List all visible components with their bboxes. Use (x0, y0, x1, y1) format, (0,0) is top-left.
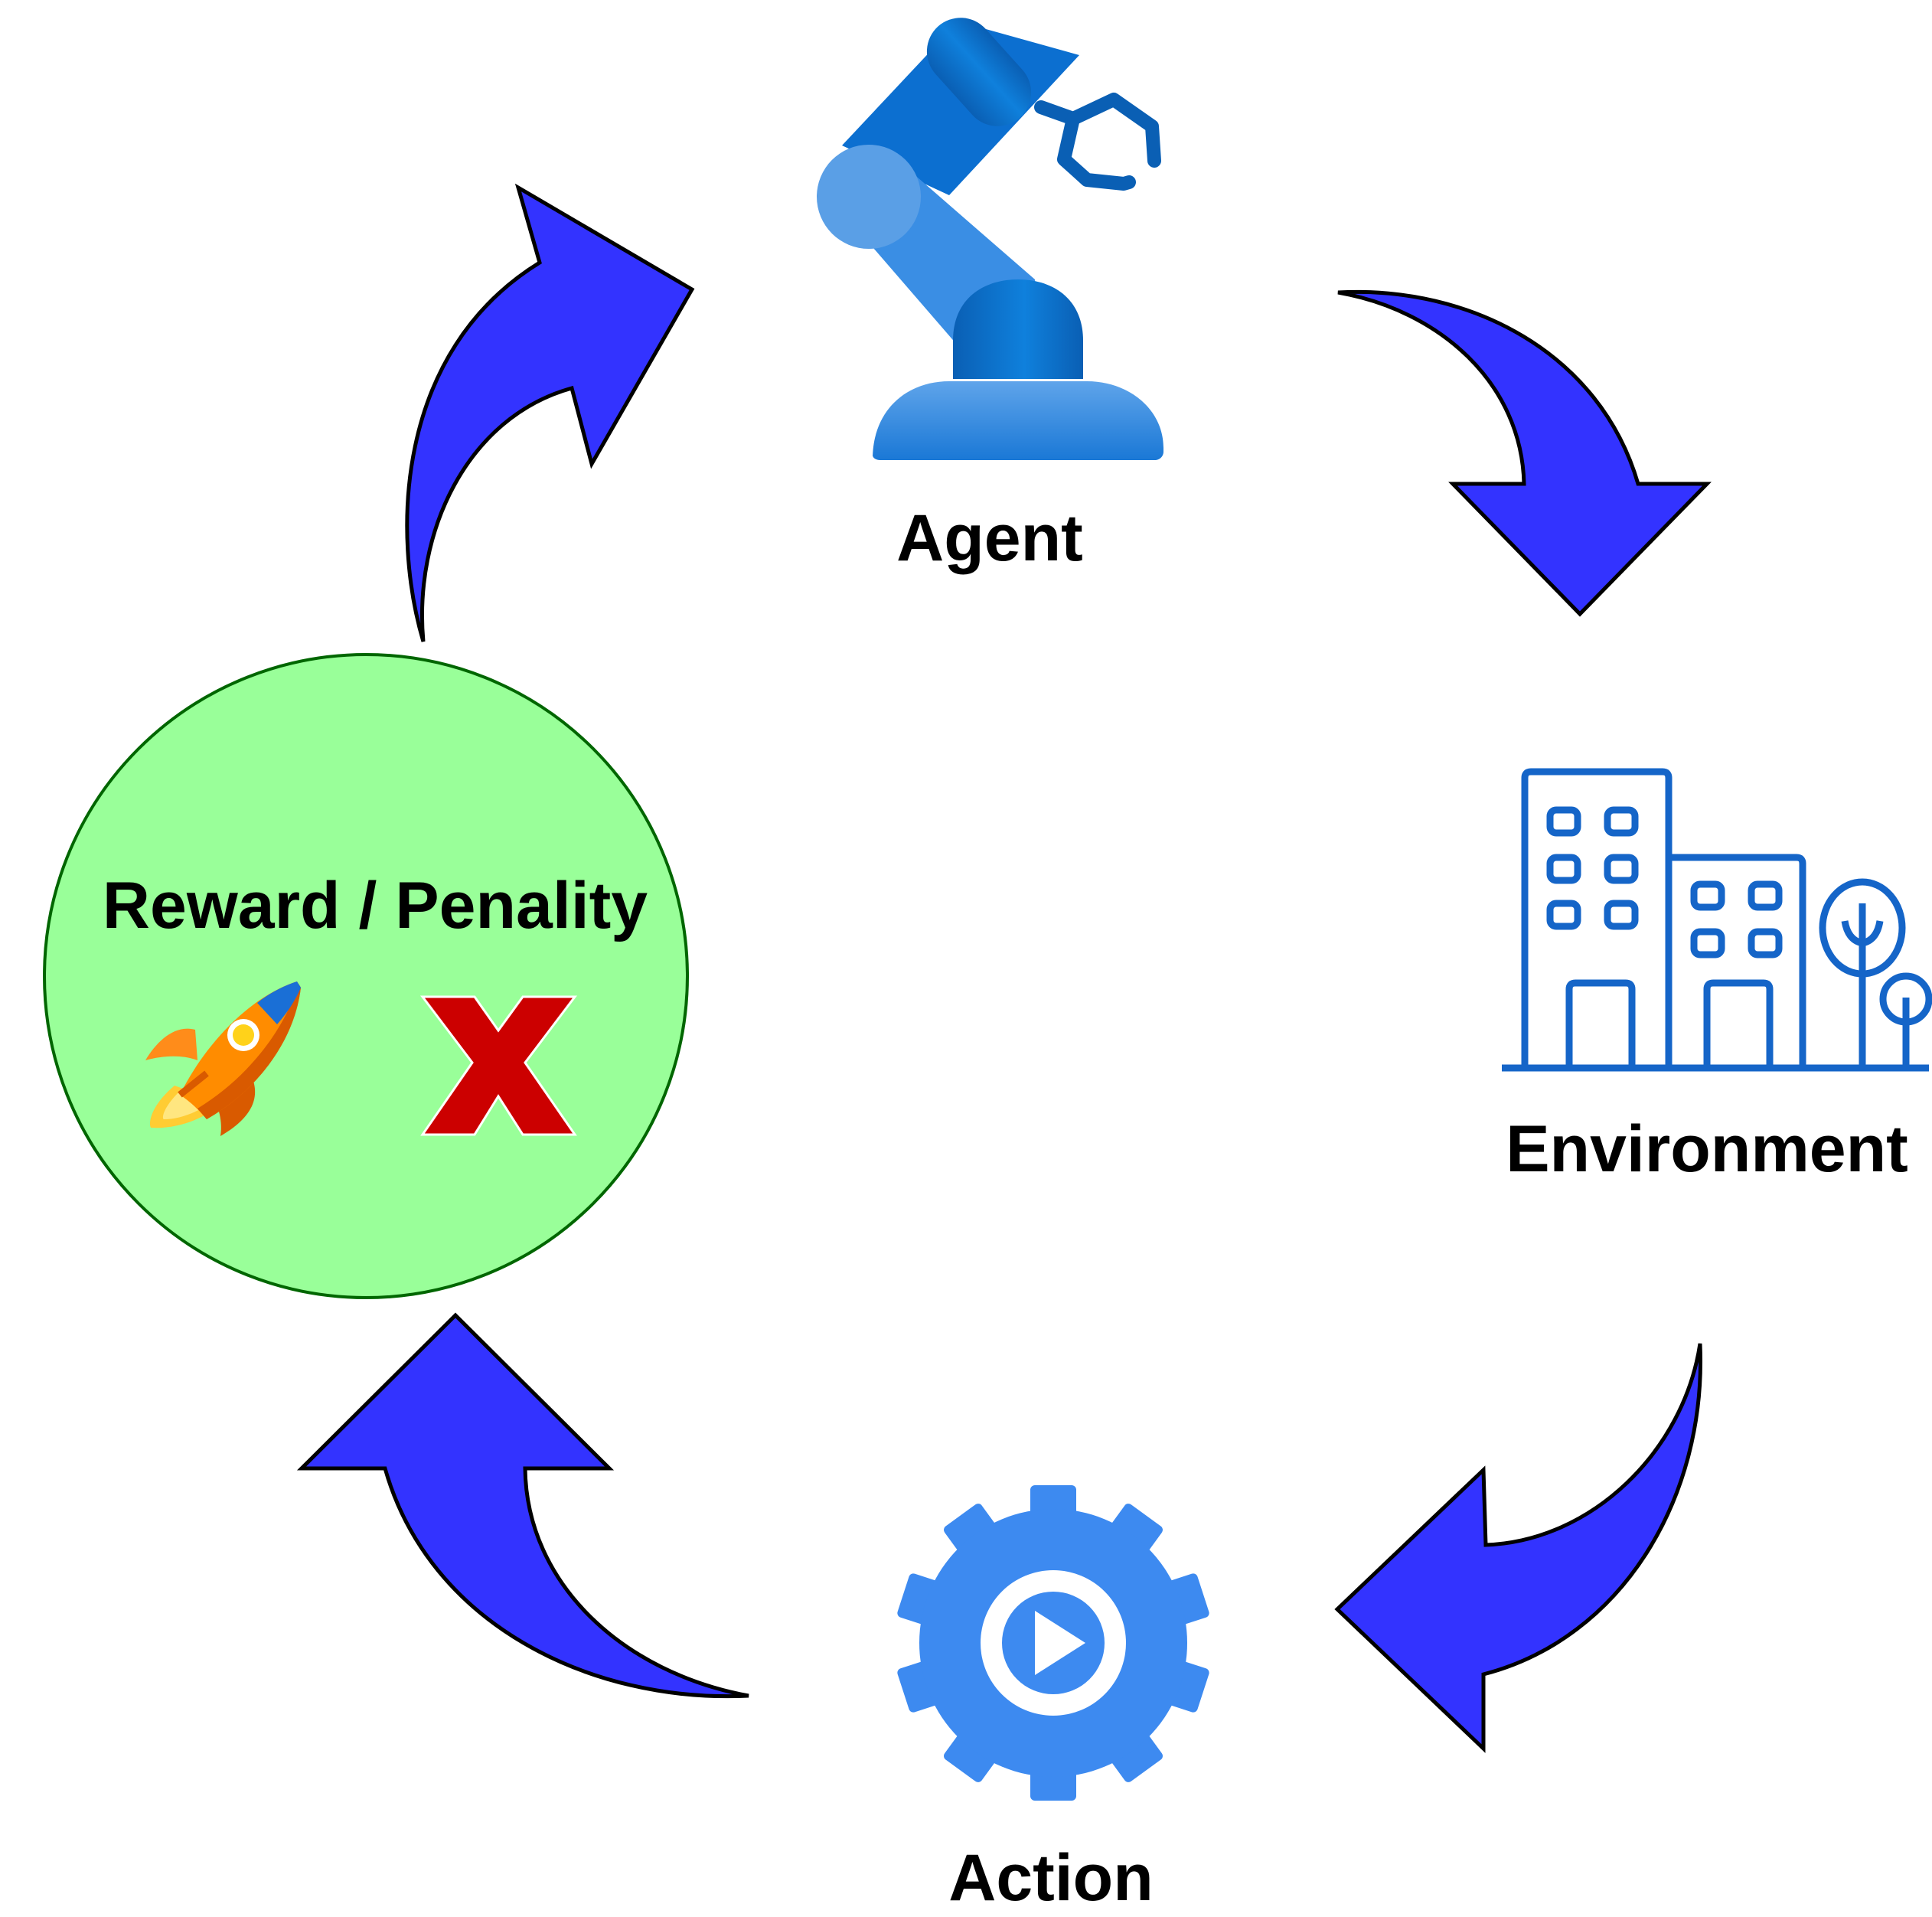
city-buildings-icon (1502, 768, 1932, 1072)
arrow-environment-to-action (1334, 1343, 1703, 1753)
red-x-icon (419, 995, 578, 1136)
reward-penality-label: Reward / Penality (103, 869, 648, 942)
action-label: Action (948, 1841, 1154, 1915)
arrow-reward-to-agent (405, 183, 695, 642)
reward-circle (43, 653, 689, 1299)
agent-label: Agent (896, 501, 1083, 575)
gear-play-icon (897, 1485, 1209, 1801)
robot-arm-icon (817, 18, 1163, 460)
arrow-agent-to-environment (1337, 289, 1712, 617)
rocket-icon (145, 981, 301, 1136)
arrow-action-to-reward (296, 1312, 749, 1699)
environment-label: Environment (1506, 1112, 1908, 1186)
